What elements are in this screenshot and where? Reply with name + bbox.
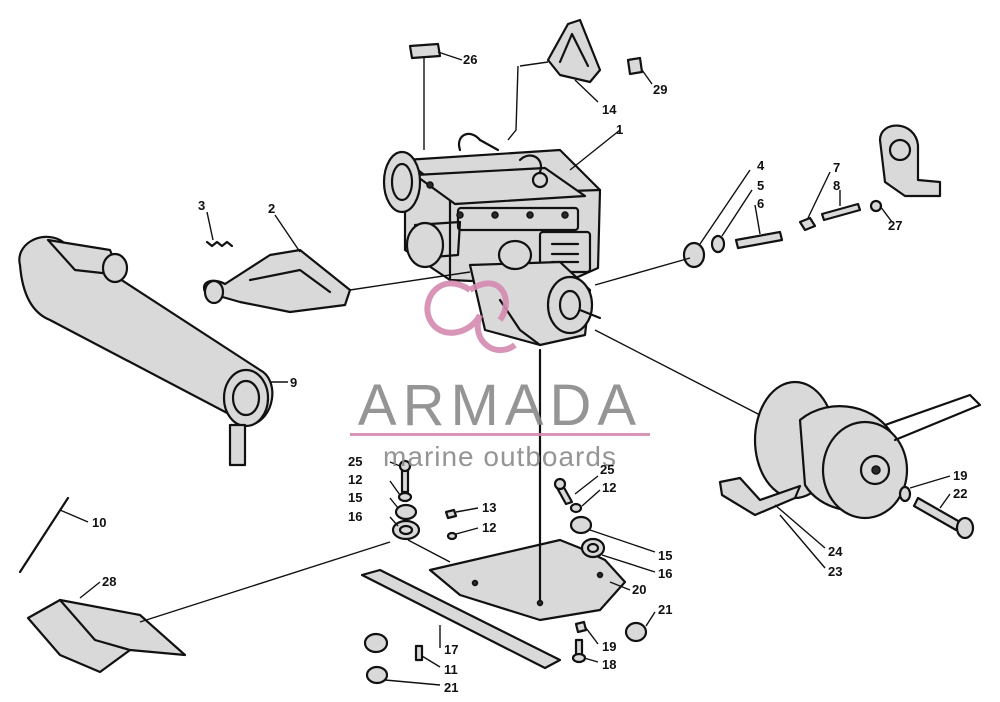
callout-12a: 12 <box>348 472 362 487</box>
callout-21a: 21 <box>658 602 672 617</box>
washer-part-19a <box>574 620 599 645</box>
brand-tagline: marine outboards <box>383 441 617 472</box>
mount-part-16a <box>389 516 451 563</box>
armada-watermark: ARMADA marine outboards <box>350 280 650 472</box>
brand-divider <box>350 433 650 436</box>
mount-part-15a <box>389 497 418 521</box>
bolt-part-8 <box>820 190 862 222</box>
engine-mount-plate-part-20 <box>428 348 631 622</box>
callout-5: 5 <box>757 178 764 193</box>
callout-25b: 25 <box>600 462 614 477</box>
mount-part-16b <box>580 537 656 573</box>
callout-14: 14 <box>602 102 617 117</box>
callout-29: 29 <box>653 82 667 97</box>
callout-25a: 25 <box>348 454 362 469</box>
stud-part-25a <box>389 459 412 494</box>
bolt-part-18 <box>571 638 599 664</box>
bolt-part-11 <box>414 644 441 668</box>
mount-part-21b <box>363 632 441 686</box>
exhaust-manifold-part-2 <box>202 214 471 314</box>
washer-part-19b <box>898 475 951 503</box>
engine-assembly <box>382 132 602 347</box>
rod-part-10 <box>18 496 89 574</box>
nut-part-7 <box>798 171 831 232</box>
axis-line-right <box>594 257 691 286</box>
spacer-part-6 <box>734 204 784 250</box>
callout-9: 9 <box>290 375 297 390</box>
callout-11: 11 <box>444 662 458 677</box>
washer-part-12b <box>446 527 479 541</box>
washer-part-12c <box>569 489 601 514</box>
mount-part-21a <box>624 611 656 643</box>
mount-rail-part-17 <box>360 568 562 670</box>
pull-handle-part-14 <box>507 18 621 171</box>
brand-name: ARMADA <box>358 373 642 438</box>
callout-18: 18 <box>602 657 616 672</box>
clip-part-13 <box>444 507 479 520</box>
callout-12b: 12 <box>482 520 496 535</box>
armada-logo-mark <box>424 280 517 354</box>
callout-6: 6 <box>757 196 764 211</box>
callout-17: 17 <box>444 642 458 657</box>
callout-13: 13 <box>482 500 496 515</box>
clutch-assembly <box>594 329 909 520</box>
callout-19b: 19 <box>953 468 967 483</box>
callout-19a: 19 <box>602 639 616 654</box>
callout-3: 3 <box>198 198 205 213</box>
callout-27: 27 <box>888 218 902 233</box>
callout-24: 24 <box>828 544 843 559</box>
callout-16b: 16 <box>658 566 672 581</box>
callout-15b: 15 <box>658 548 672 563</box>
callout-22: 22 <box>953 486 967 501</box>
heat-shield-part-28 <box>26 541 391 674</box>
callout-21b: 21 <box>444 680 458 695</box>
washer-part-5 <box>710 189 753 254</box>
callout-28: 28 <box>102 574 116 589</box>
drive-belt-part-24 <box>718 393 982 569</box>
callout-7: 7 <box>833 160 840 175</box>
washer-part-12a <box>389 480 413 503</box>
bolt-part-22 <box>912 493 975 540</box>
spring-part-3 <box>205 211 234 248</box>
callout-23: 23 <box>828 564 842 579</box>
bracket-part-27 <box>869 124 942 223</box>
mount-part-15b <box>569 515 656 553</box>
callout-20: 20 <box>632 582 646 597</box>
callout-15a: 15 <box>348 490 362 505</box>
bushing-part-4 <box>682 169 751 269</box>
callout-4: 4 <box>757 158 765 173</box>
callout-26: 26 <box>463 52 477 67</box>
clip-part-29 <box>626 56 653 85</box>
callout-16a: 16 <box>348 509 362 524</box>
callout-12c: 12 <box>602 480 616 495</box>
callout-8: 8 <box>833 178 840 193</box>
callout-2: 2 <box>268 201 275 216</box>
callout-10: 10 <box>92 515 106 530</box>
muffler-part-9 <box>18 235 288 467</box>
decal-part-26 <box>408 42 463 150</box>
stud-part-25b <box>553 475 599 506</box>
callout-labels: 26 29 14 1 4 5 6 7 8 27 3 2 9 25 12 15 1… <box>92 52 967 695</box>
callout-1: 1 <box>616 122 623 137</box>
